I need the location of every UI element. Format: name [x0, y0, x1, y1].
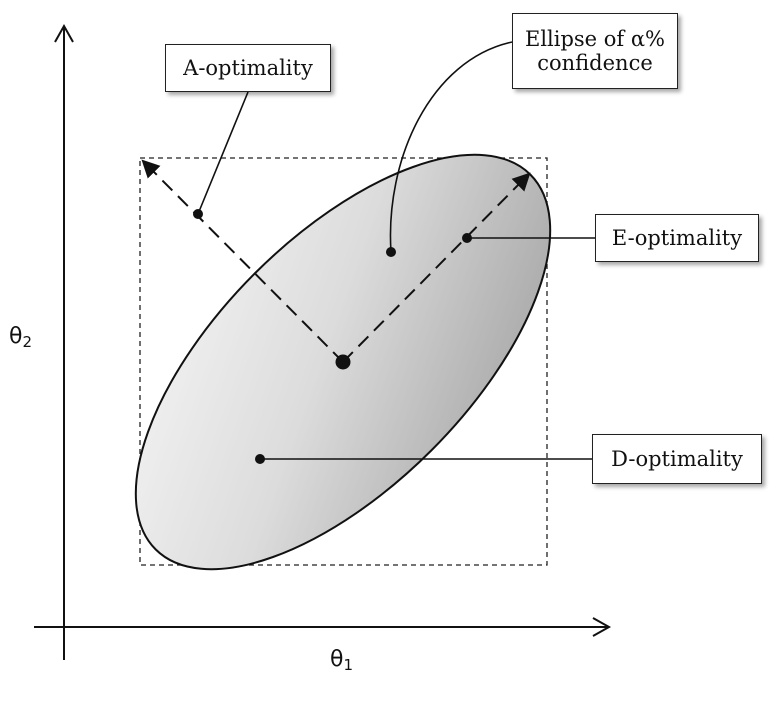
a-optimality-dot [193, 209, 203, 219]
bounding-box [139, 157, 548, 566]
d-optimality-dot [255, 454, 265, 464]
x-axis-arrow-icon [592, 617, 612, 637]
a-optimality-callout: A-optimality [165, 44, 331, 92]
a-optimality-label: A-optimality [183, 55, 313, 80]
ellipse-leader [389, 41, 513, 253]
x-axis-symbol: θ [330, 647, 344, 672]
a-optimality-leader [197, 91, 249, 215]
y-axis-subscript: 2 [22, 333, 33, 351]
minor-axis-arrow [141, 159, 344, 363]
ellipse-label-line2: confidence [537, 51, 653, 75]
e-optimality-label: E-optimality [611, 225, 743, 250]
y-axis-label: θ2 [9, 324, 32, 351]
e-optimality-callout: E-optimality [595, 214, 759, 262]
ellipse-callout: Ellipse of α% confidence [512, 13, 678, 89]
x-axis-subscript: 1 [343, 656, 354, 674]
center-point [335, 354, 351, 370]
d-optimality-callout: D-optimality [592, 434, 762, 484]
ellipse-dot [386, 247, 396, 257]
y-axis-symbol: θ [9, 324, 23, 349]
y-axis-arrow-icon [54, 23, 74, 43]
e-optimality-dot [462, 233, 472, 243]
ellipse-label-line1: Ellipse of α% [524, 26, 666, 51]
leader-lines [197, 41, 595, 460]
axes [34, 23, 612, 660]
x-axis-label: θ1 [330, 647, 353, 674]
d-optimality-label: D-optimality [611, 446, 743, 471]
